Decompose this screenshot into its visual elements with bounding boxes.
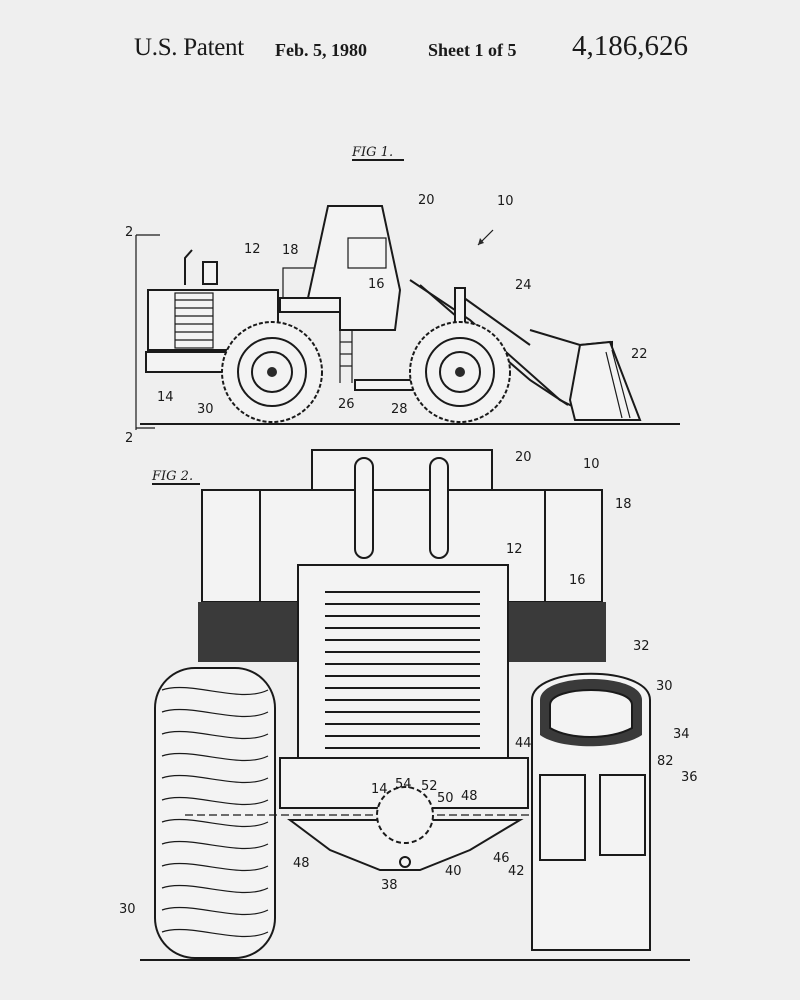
tread-line xyxy=(161,708,269,718)
tread-line xyxy=(161,774,269,784)
exhaust-right xyxy=(429,457,449,559)
svg-text:36: 36 xyxy=(681,770,698,785)
svg-text:48: 48 xyxy=(293,856,310,871)
svg-text:32: 32 xyxy=(633,639,650,654)
svg-text:30: 30 xyxy=(197,402,214,417)
bucket xyxy=(568,340,642,421)
svg-text:12: 12 xyxy=(506,542,523,557)
rear-wheel xyxy=(221,321,323,423)
tread-line xyxy=(161,928,269,938)
svg-text:82: 82 xyxy=(657,754,674,769)
tread-line xyxy=(161,686,269,696)
svg-text:2: 2 xyxy=(125,225,133,240)
fig2-caption: FIG 2. xyxy=(151,469,193,484)
tread-line xyxy=(161,796,269,806)
figure-2: FIG 2. 10 12 14 16 18 20 30 xyxy=(119,449,698,961)
svg-text:14: 14 xyxy=(371,782,388,797)
tread-line xyxy=(161,730,269,740)
sheet-number: Sheet 1 of 5 xyxy=(428,40,517,60)
svg-text:12: 12 xyxy=(244,242,261,257)
lift-cylinder xyxy=(459,294,531,346)
differential-housing xyxy=(287,819,524,871)
exhaust-stack xyxy=(184,249,193,285)
svg-text:10: 10 xyxy=(583,457,600,472)
svg-text:16: 16 xyxy=(569,573,586,588)
differential xyxy=(376,786,434,844)
exhaust-left xyxy=(354,457,374,559)
svg-text:38: 38 xyxy=(381,878,398,893)
left-tire xyxy=(154,667,276,959)
brake-assembly xyxy=(539,774,586,861)
cab-window xyxy=(347,237,387,269)
tread-line xyxy=(161,840,269,850)
svg-text:50: 50 xyxy=(437,791,454,806)
front-wheel xyxy=(409,321,511,423)
counterweight xyxy=(145,351,227,373)
patent-title: U.S. Patent xyxy=(134,34,244,61)
svg-text:40: 40 xyxy=(445,864,462,879)
svg-text:18: 18 xyxy=(282,243,299,258)
svg-text:30: 30 xyxy=(119,902,136,917)
svg-text:14: 14 xyxy=(157,390,174,405)
svg-text:18: 18 xyxy=(615,497,632,512)
svg-text:34: 34 xyxy=(673,727,690,742)
svg-text:54: 54 xyxy=(395,777,412,792)
fig1-caption: FIG 1. xyxy=(351,145,393,160)
svg-text:30: 30 xyxy=(656,679,673,694)
svg-text:44: 44 xyxy=(515,736,532,751)
svg-text:42: 42 xyxy=(508,864,525,879)
patent-date: Feb. 5, 1980 xyxy=(275,40,367,60)
svg-text:48: 48 xyxy=(461,789,478,804)
tread-line xyxy=(161,906,269,916)
svg-text:28: 28 xyxy=(391,402,408,417)
svg-text:46: 46 xyxy=(493,851,510,866)
tread-line xyxy=(161,862,269,872)
svg-text:2: 2 xyxy=(125,431,133,446)
patent-number: 4,186,626 xyxy=(572,30,688,62)
fig1-reference-numerals: 2 2 10 12 14 16 18 20 22 24 26 28 30 xyxy=(125,193,648,446)
tread-line xyxy=(161,752,269,762)
svg-text:16: 16 xyxy=(368,277,385,292)
svg-text:26: 26 xyxy=(338,397,355,412)
svg-text:22: 22 xyxy=(631,347,648,362)
radiator-grille xyxy=(297,564,509,761)
loader-arm xyxy=(409,279,581,411)
svg-text:20: 20 xyxy=(515,450,532,465)
svg-text:20: 20 xyxy=(418,193,435,208)
tread-line xyxy=(161,884,269,894)
svg-text:52: 52 xyxy=(421,779,438,794)
svg-text:10: 10 xyxy=(497,194,514,209)
planetary-drive xyxy=(599,774,646,856)
tread-line xyxy=(161,818,269,828)
svg-text:24: 24 xyxy=(515,278,532,293)
figure-1: FIG 1. xyxy=(125,145,680,446)
grille-bars xyxy=(325,591,480,749)
fig2-reference-numerals: 10 12 14 16 18 20 30 30 32 34 36 38 40 4… xyxy=(119,450,698,917)
